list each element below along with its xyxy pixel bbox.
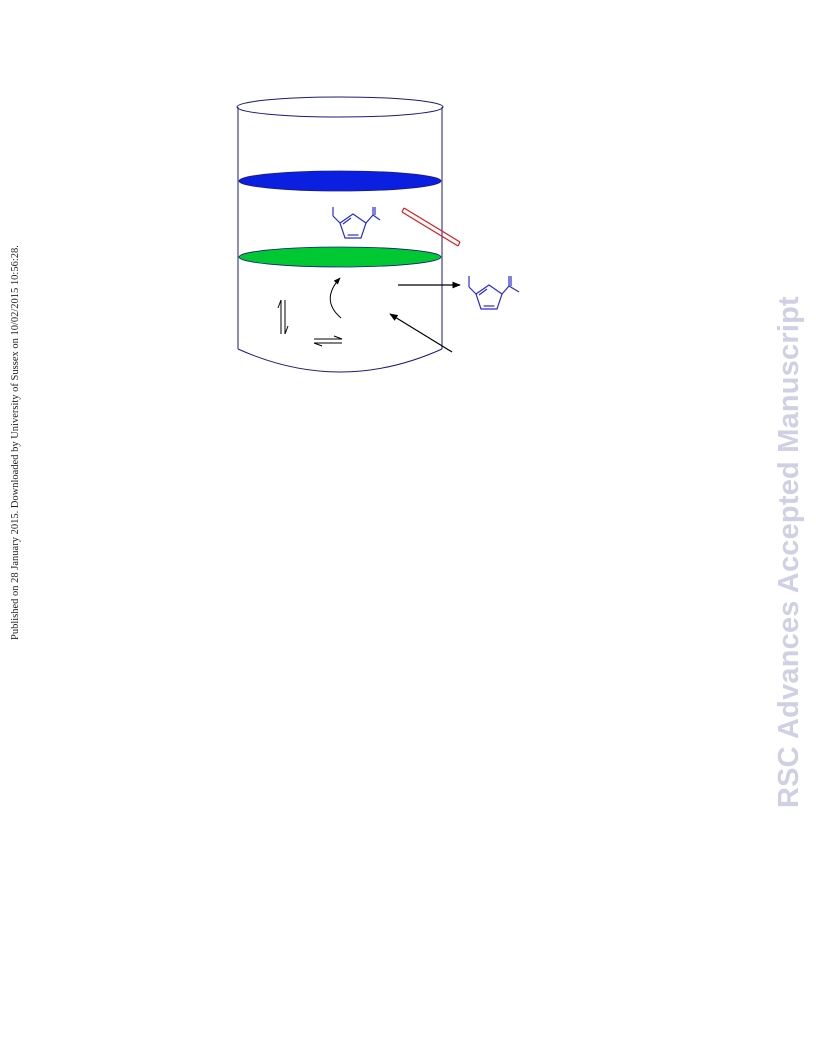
equilibrium-arrow-icon xyxy=(313,335,343,347)
reactor-vessel xyxy=(236,96,444,373)
blocked-double-arrow-icon xyxy=(401,207,461,247)
vessel-rim xyxy=(236,96,444,118)
vessel-bottom xyxy=(237,348,443,373)
lower-aqueous-interface xyxy=(238,246,442,268)
feed-arrow xyxy=(389,313,453,353)
furan-molecule-icon xyxy=(468,276,520,310)
furan-molecule-icon xyxy=(332,207,381,239)
upper-organic-layer xyxy=(238,170,442,192)
equilibrium-arrow-icon xyxy=(277,299,289,335)
reaction-arrow-icon xyxy=(329,277,342,319)
